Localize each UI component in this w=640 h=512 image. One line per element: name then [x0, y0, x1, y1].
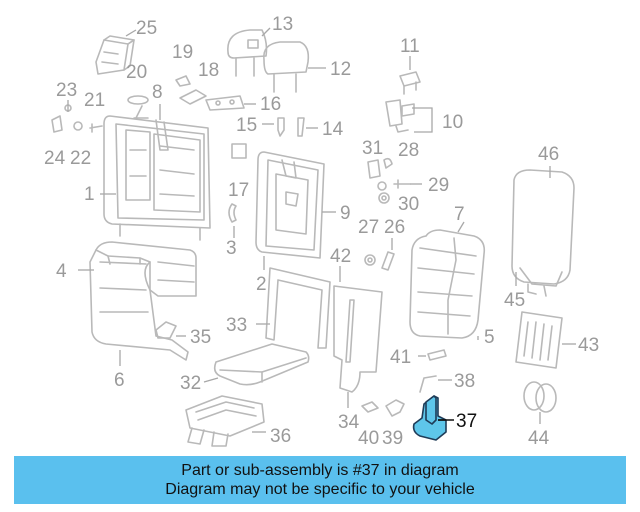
- info-banner: Part or sub-assembly is #37 in diagram D…: [14, 456, 626, 504]
- callout-43: 43: [578, 335, 599, 356]
- callout-9: 9: [340, 203, 351, 224]
- callout-26: 26: [384, 217, 405, 238]
- hardware-27-26-drawing: [364, 238, 395, 271]
- small-items-40-39-41-38-drawing: [361, 349, 452, 417]
- callout-29: 29: [428, 175, 449, 196]
- frame-panel-33-drawing: [256, 266, 341, 349]
- callout-31: 31: [362, 138, 383, 159]
- callout-3: 3: [226, 238, 237, 259]
- frame-46-45-drawing: [511, 166, 575, 297]
- part-37-highlighted-drawing: [412, 395, 454, 441]
- callout-17: 17: [228, 180, 249, 201]
- callout-18: 18: [198, 60, 219, 81]
- pin-drawings: [262, 117, 318, 137]
- callout-14: 14: [322, 119, 344, 140]
- callout-24: 24: [44, 148, 66, 169]
- callout-labels: 25 13 19 12 11 20 18 23 21 8 16 10 15 14…: [44, 14, 599, 449]
- callout-36: 36: [270, 426, 291, 447]
- callout-32: 32: [180, 373, 201, 394]
- seat-back-frame-drawing: [100, 104, 211, 241]
- seat-back-frame-9-drawing: [255, 151, 336, 270]
- callout-4: 4: [56, 261, 67, 282]
- small-clip-drawings: [127, 75, 256, 111]
- callout-16: 16: [260, 94, 281, 115]
- callout-39: 39: [382, 428, 403, 449]
- callout-8: 8: [152, 82, 163, 103]
- callout-35: 35: [190, 327, 211, 348]
- part-25-drawing: [95, 29, 137, 75]
- callout-22: 22: [70, 148, 91, 169]
- cushion-32-drawing: [203, 343, 310, 386]
- callout-41: 41: [390, 347, 411, 368]
- callout-5: 5: [484, 327, 495, 348]
- callout-37: 37: [456, 411, 477, 432]
- callout-7: 7: [454, 204, 465, 225]
- guide-11-10-drawing: [385, 56, 433, 133]
- callout-15: 15: [236, 115, 257, 136]
- banner-line-2: Diagram may not be specific to your vehi…: [165, 481, 475, 498]
- callout-46: 46: [538, 144, 559, 165]
- callout-6: 6: [114, 370, 125, 391]
- mat-43-drawing: [515, 311, 576, 369]
- callout-42: 42: [330, 246, 351, 267]
- frame-36-drawing: [185, 395, 266, 447]
- fastener-drawings: [51, 100, 103, 133]
- callout-25: 25: [136, 18, 157, 39]
- callout-11: 11: [400, 36, 420, 57]
- pad-17-and-clip-3-drawing: [228, 143, 247, 238]
- callout-21: 21: [84, 90, 105, 111]
- seat-parts-diagram: 25 13 19 12 11 20 18 23 21 8 16 10 15 14…: [44, 14, 599, 449]
- callout-34: 34: [338, 412, 360, 433]
- callout-33: 33: [226, 315, 247, 336]
- callout-28: 28: [398, 140, 419, 161]
- callout-20: 20: [126, 62, 147, 83]
- banner-line-1: Part or sub-assembly is #37 in diagram: [181, 462, 459, 479]
- callout-10: 10: [442, 112, 463, 133]
- seat-cushion-drawing: [78, 241, 197, 366]
- callout-38: 38: [454, 371, 475, 392]
- callout-40: 40: [358, 428, 379, 449]
- callout-30: 30: [398, 194, 419, 215]
- discs-44-drawing: [523, 381, 557, 424]
- callout-19: 19: [172, 42, 193, 63]
- callout-1: 1: [84, 184, 95, 205]
- callout-45: 45: [504, 290, 525, 311]
- hardware-31-28-29-30-drawing: [367, 157, 422, 204]
- callout-12: 12: [330, 59, 351, 80]
- callout-44: 44: [528, 428, 550, 449]
- callout-23: 23: [56, 80, 77, 101]
- side-bolster-7-5-drawing: [409, 221, 486, 340]
- headrest-drawings: [227, 27, 326, 93]
- callout-27: 27: [358, 217, 379, 238]
- panel-34-drawing: [333, 285, 383, 408]
- callout-2: 2: [256, 274, 267, 295]
- callout-13: 13: [272, 14, 293, 35]
